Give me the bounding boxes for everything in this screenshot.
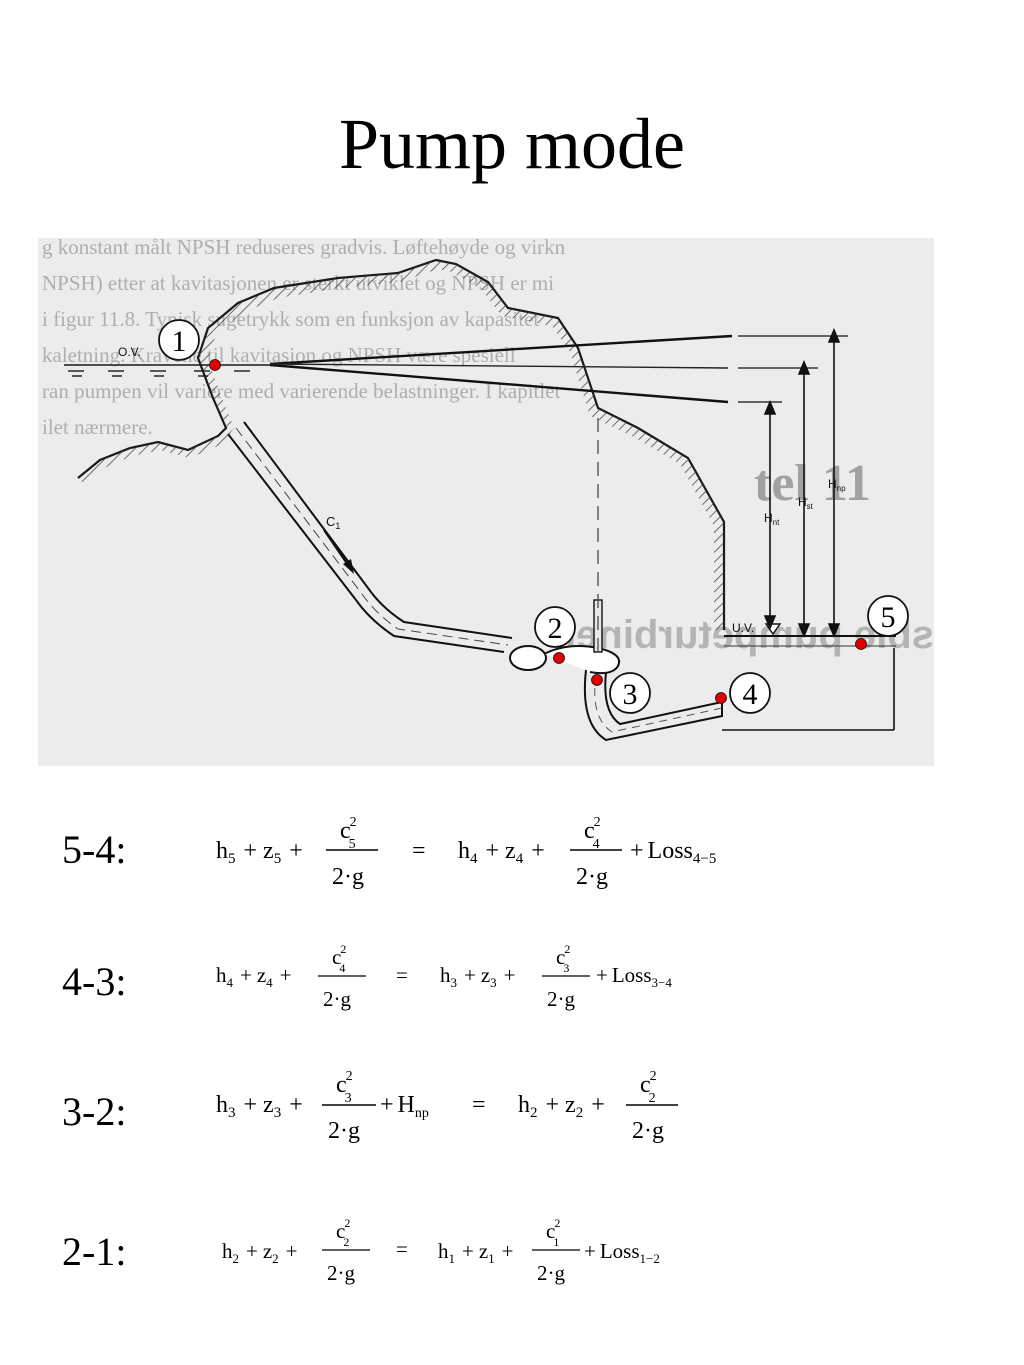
svg-text:2·g: 2·g bbox=[547, 987, 575, 1011]
scan-text-line: ran pumpen vil variere med varierende be… bbox=[42, 379, 561, 403]
equation-label-5-4: 5-4: bbox=[62, 827, 127, 872]
svg-text:2·g: 2·g bbox=[537, 1261, 565, 1285]
svg-text:5: 5 bbox=[881, 601, 896, 634]
svg-text:h2+z2+: h2+z2+ bbox=[518, 1092, 605, 1121]
point-5: 5 bbox=[855, 595, 909, 650]
scan-text-line: i figur 11.8. Typisk sugetrykk som en fu… bbox=[42, 307, 539, 331]
uv-label: U.V. bbox=[732, 621, 754, 635]
svg-text:h5+z5+: h5+z5+ bbox=[216, 838, 303, 867]
point-marker bbox=[715, 692, 727, 704]
svg-text:+Loss3−4: +Loss3−4 bbox=[596, 963, 672, 990]
scan-heading: tel 11 bbox=[754, 455, 871, 512]
pump-mode-diagram: g konstant målt NPSH reduseres gradvis. … bbox=[38, 238, 934, 766]
draft-tube bbox=[583, 669, 723, 742]
svg-text:=: = bbox=[412, 838, 426, 864]
point-marker bbox=[209, 359, 221, 371]
svg-text:=: = bbox=[396, 1237, 408, 1261]
svg-text:=: = bbox=[472, 1092, 486, 1118]
svg-text:2·g: 2·g bbox=[323, 987, 351, 1011]
svg-text:=: = bbox=[396, 963, 408, 987]
svg-text:c23: c23 bbox=[556, 942, 570, 975]
svg-text:+Loss1−2: +Loss1−2 bbox=[584, 1239, 660, 1266]
energy-line-upper bbox=[269, 334, 733, 366]
svg-text:c23: c23 bbox=[336, 1069, 353, 1106]
flow-arrow-c1 bbox=[323, 529, 351, 569]
svg-text:h3+z3+: h3+z3+ bbox=[440, 963, 516, 990]
h-np-label: Hnp bbox=[828, 477, 846, 493]
scan-text-line: ilet nærmere. bbox=[42, 415, 153, 439]
point-marker bbox=[591, 674, 603, 686]
svg-text:c22: c22 bbox=[336, 1216, 350, 1249]
svg-text:2·g: 2·g bbox=[576, 864, 608, 890]
point-marker bbox=[855, 638, 867, 650]
point-1: 1 bbox=[158, 319, 221, 371]
energy-line-lower bbox=[269, 363, 729, 404]
svg-text:2: 2 bbox=[548, 612, 563, 645]
svg-text:2·g: 2·g bbox=[332, 864, 364, 890]
svg-text:h4+z4+: h4+z4+ bbox=[458, 838, 545, 867]
svg-text:2·g: 2·g bbox=[632, 1118, 664, 1144]
svg-text:+Hnp: +Hnp bbox=[380, 1092, 429, 1121]
equation-label-4-3: 4-3: bbox=[62, 959, 127, 1004]
equation-label-2-1: 2-1: bbox=[62, 1229, 127, 1274]
ov-label: O.V. bbox=[118, 345, 141, 359]
h-nt-label: Hnt bbox=[764, 511, 780, 527]
pump-casing bbox=[509, 645, 547, 671]
svg-text:4: 4 bbox=[743, 678, 758, 711]
svg-text:+Loss4−5: +Loss4−5 bbox=[630, 838, 716, 867]
svg-text:c25: c25 bbox=[340, 815, 357, 852]
svg-text:3: 3 bbox=[623, 678, 638, 711]
c1-label: C1 bbox=[326, 514, 340, 531]
svg-text:c21: c21 bbox=[546, 1216, 560, 1249]
svg-text:h1+z1+: h1+z1+ bbox=[438, 1239, 514, 1266]
page-title: Pump mode bbox=[338, 104, 685, 184]
svg-text:h2+z2+: h2+z2+ bbox=[222, 1239, 298, 1266]
equation-label-3-2: 3-2: bbox=[62, 1089, 127, 1134]
svg-text:c24: c24 bbox=[584, 815, 601, 852]
point-2: 2 bbox=[534, 606, 576, 664]
svg-text:h3+z3+: h3+z3+ bbox=[216, 1092, 303, 1121]
svg-text:2·g: 2·g bbox=[327, 1261, 355, 1285]
svg-text:c24: c24 bbox=[332, 942, 346, 975]
scan-text-line: g konstant målt NPSH reduseres gradvis. … bbox=[42, 238, 566, 259]
point-marker bbox=[553, 652, 565, 664]
svg-text:2·g: 2·g bbox=[328, 1118, 360, 1144]
svg-text:1: 1 bbox=[172, 325, 187, 358]
point-3: 3 bbox=[591, 672, 651, 714]
svg-text:h4+z4+: h4+z4+ bbox=[216, 963, 292, 990]
svg-text:c22: c22 bbox=[640, 1069, 657, 1106]
penstock-pipe bbox=[227, 433, 505, 653]
point-4: 4 bbox=[715, 672, 771, 714]
h-st-label: Hst bbox=[798, 495, 814, 511]
